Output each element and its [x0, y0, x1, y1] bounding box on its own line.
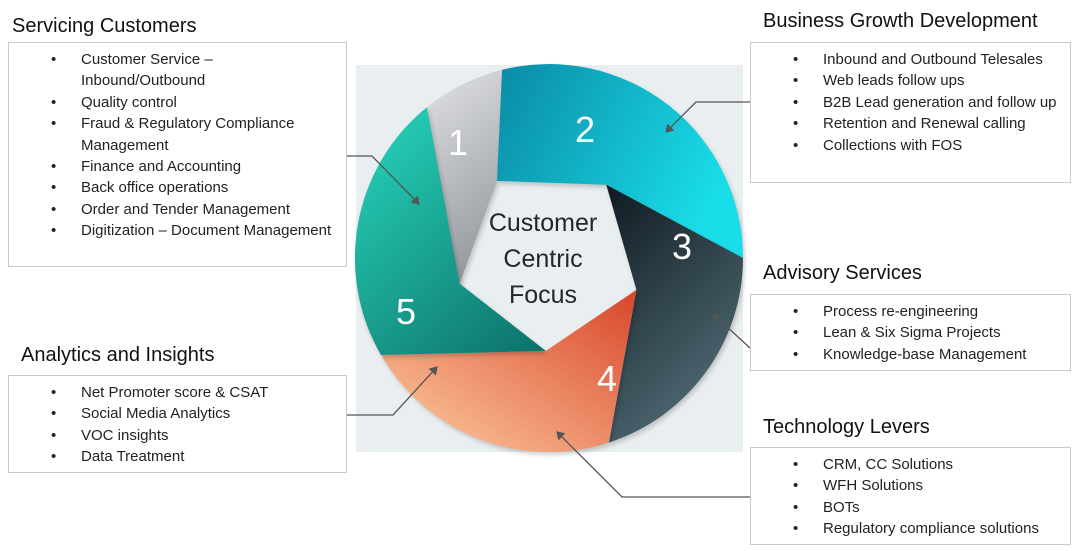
- list-item: CRM, CC Solutions: [793, 454, 1062, 476]
- list-item: Process re-engineering: [793, 301, 1062, 323]
- center-line-3: Focus: [509, 281, 577, 309]
- list-analytics: Net Promoter score & CSATSocial Media An…: [9, 382, 338, 468]
- section-title-analytics: Analytics and Insights: [21, 344, 215, 366]
- connector-servicing: [347, 155, 420, 205]
- section-title-advisory: Advisory Services: [763, 262, 922, 284]
- wheel-segment-4: [381, 289, 637, 452]
- list-item: Collections with FOS: [793, 135, 1062, 157]
- list-item: WFH Solutions: [793, 475, 1062, 497]
- connector-analytics: [347, 366, 438, 416]
- list-item: Lean & Six Sigma Projects: [793, 322, 1062, 344]
- panel-advisory: Process re-engineeringLean & Six Sigma P…: [750, 294, 1071, 371]
- section-title-servicing: Servicing Customers: [12, 15, 197, 37]
- list-item: Knowledge-base Management: [793, 344, 1062, 366]
- panel-technology: CRM, CC SolutionsWFH SolutionsBOTsRegula…: [750, 447, 1071, 545]
- list-item: Social Media Analytics: [51, 403, 338, 425]
- list-item: BOTs: [793, 497, 1062, 519]
- segment-numbers: 1 2 3 4 5: [396, 109, 692, 399]
- list-item: Regulatory compliance solutions: [793, 518, 1062, 540]
- section-title-growth: Business Growth Development: [763, 10, 1038, 32]
- center-line-1: Customer: [489, 209, 597, 237]
- segment-number-5: 5: [396, 291, 416, 332]
- segment-number-4: 4: [597, 358, 617, 399]
- list-item: Fraud & Regulatory Compliance Management: [51, 113, 338, 156]
- connector-growth: [665, 101, 750, 133]
- list-item: Digitization – Document Management: [51, 220, 338, 242]
- segment-number-1: 1: [448, 122, 468, 163]
- list-item: VOC insights: [51, 425, 338, 447]
- list-item: Finance and Accounting: [51, 156, 338, 178]
- connector-advisory: [712, 313, 751, 349]
- list-item: Customer Service – Inbound/Outbound: [51, 49, 338, 92]
- list-item: B2B Lead generation and follow up: [793, 92, 1062, 114]
- list-advisory: Process re-engineeringLean & Six Sigma P…: [751, 301, 1062, 366]
- list-growth: Inbound and Outbound TelesalesWeb leads …: [751, 49, 1062, 156]
- panel-analytics: Net Promoter score & CSATSocial Media An…: [8, 375, 347, 473]
- list-item: Retention and Renewal calling: [793, 113, 1062, 135]
- section-title-technology: Technology Levers: [763, 416, 930, 438]
- wheel-segment-2: [497, 64, 743, 258]
- wheel-segments: [354, 64, 745, 455]
- list-item: Inbound and Outbound Telesales: [793, 49, 1062, 71]
- list-item: Quality control: [51, 92, 338, 114]
- segment-number-2: 2: [575, 109, 595, 150]
- list-servicing: Customer Service – Inbound/OutboundQuali…: [9, 49, 338, 242]
- list-item: Web leads follow ups: [793, 70, 1062, 92]
- segment-number-3: 3: [672, 226, 692, 267]
- list-item: Back office operations: [51, 177, 338, 199]
- list-item: Net Promoter score & CSAT: [51, 382, 338, 404]
- list-item: Data Treatment: [51, 446, 338, 468]
- panel-servicing: Customer Service – Inbound/OutboundQuali…: [8, 42, 347, 267]
- wheel-segment-3: [606, 184, 743, 443]
- center-line-2: Centric: [503, 245, 582, 273]
- panel-growth: Inbound and Outbound TelesalesWeb leads …: [750, 42, 1071, 183]
- wheel-segment-5: [354, 107, 546, 355]
- connector-technology: [556, 431, 750, 498]
- list-item: Order and Tender Management: [51, 199, 338, 221]
- list-technology: CRM, CC SolutionsWFH SolutionsBOTsRegula…: [751, 454, 1062, 540]
